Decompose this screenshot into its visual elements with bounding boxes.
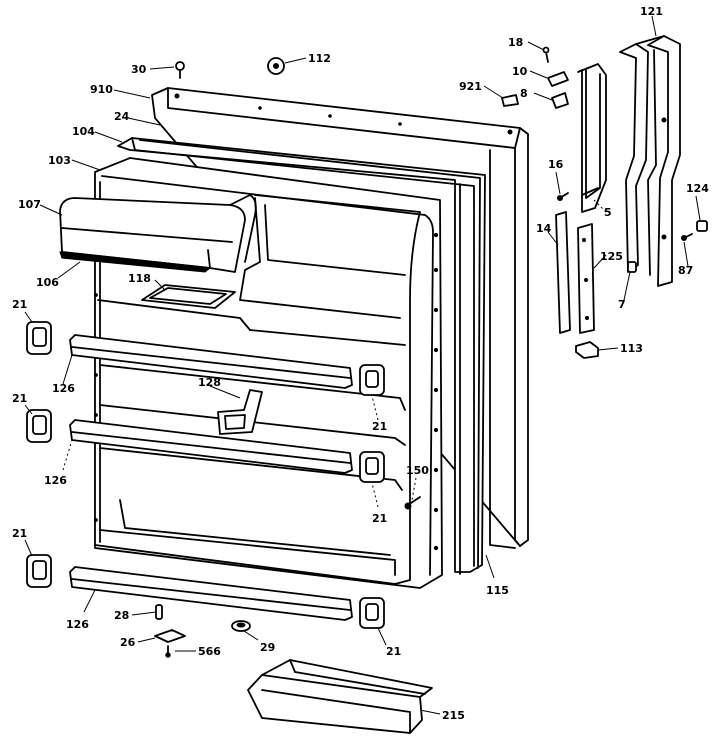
dairy-compartment-door (59, 194, 257, 273)
cap-plug (501, 94, 519, 107)
callout-566: 566 (198, 645, 221, 658)
callout-87: 87 (678, 264, 693, 277)
callout-125: 125 (600, 250, 623, 263)
handle-screw-87 (681, 233, 693, 241)
callout-29: 29 (260, 641, 275, 654)
hinge-stop (551, 92, 569, 109)
callout-24: 24 (114, 110, 130, 123)
trim-strip-14 (555, 211, 571, 334)
small-screw-16 (557, 192, 569, 201)
callout-14: 14 (536, 222, 552, 235)
callout-7: 7 (618, 298, 626, 311)
shelf-bar-lower (69, 566, 353, 621)
door-gasket (117, 137, 486, 575)
callout-10: 10 (512, 65, 528, 78)
butter-tray (141, 284, 236, 309)
callout-112: 112 (308, 52, 331, 65)
hinge-bracket-clip (547, 71, 569, 87)
callout-118: 118 (128, 272, 151, 285)
bushing (231, 620, 251, 632)
callout-126-upper: 126 (52, 382, 75, 395)
door-handle (619, 35, 681, 287)
callout-124: 124 (686, 182, 709, 195)
hinge-pin (155, 604, 163, 620)
hinge-screw (165, 645, 171, 658)
end-cap-right-top (359, 364, 385, 396)
callout-21-left-middle: 21 (12, 392, 27, 405)
shelf-clip (217, 389, 263, 435)
callout-106: 106 (36, 276, 59, 289)
end-cap-right-bottom (359, 597, 385, 629)
end-cap-right-middle (359, 451, 385, 483)
door-hinge-strip (577, 63, 607, 213)
callout-113: 113 (620, 342, 643, 355)
callout-30: 30 (131, 63, 147, 76)
handle-cap-124 (696, 220, 708, 232)
callout-labels: 30 112 910 24 104 103 107 106 118 21 126… (12, 5, 709, 722)
callout-126-middle: 126 (44, 474, 67, 487)
callout-21-left-bottom: 21 (12, 527, 27, 540)
callout-921: 921 (459, 80, 482, 93)
callout-28: 28 (114, 609, 129, 622)
callout-103: 103 (48, 154, 71, 167)
callout-21-left-top: 21 (12, 298, 27, 311)
end-cap-left-bottom (26, 554, 52, 588)
callout-21-right-middle: 21 (372, 512, 387, 525)
liner-screw (404, 496, 421, 510)
callout-910: 910 (90, 83, 113, 96)
callout-21-right-top: 21 (372, 420, 387, 433)
callout-126-lower: 126 (66, 618, 89, 631)
end-cap-left-middle (26, 409, 52, 443)
callout-18: 18 (508, 36, 523, 49)
callout-115: 115 (486, 584, 509, 597)
callout-107: 107 (18, 198, 41, 211)
end-cap-left-top (26, 321, 52, 355)
top-hinge-screw (542, 46, 550, 63)
callout-128: 128 (198, 376, 221, 389)
leader-lines (24, 15, 701, 715)
callout-21-right-bottom: 21 (386, 645, 401, 658)
callout-16: 16 (548, 158, 564, 171)
callout-26: 26 (120, 636, 136, 649)
callout-150: 150 (406, 464, 429, 477)
callout-215: 215 (442, 709, 465, 722)
door-bin (247, 659, 433, 734)
callout-5: 5 (604, 206, 612, 219)
callout-121: 121 (640, 5, 663, 18)
hinge-plate (154, 629, 186, 643)
plug-button (267, 57, 285, 75)
callout-8: 8 (520, 87, 528, 100)
stop-block-113 (575, 341, 599, 359)
top-screw (175, 61, 185, 79)
callout-104: 104 (72, 125, 95, 138)
trim-strip-125 (577, 223, 595, 334)
